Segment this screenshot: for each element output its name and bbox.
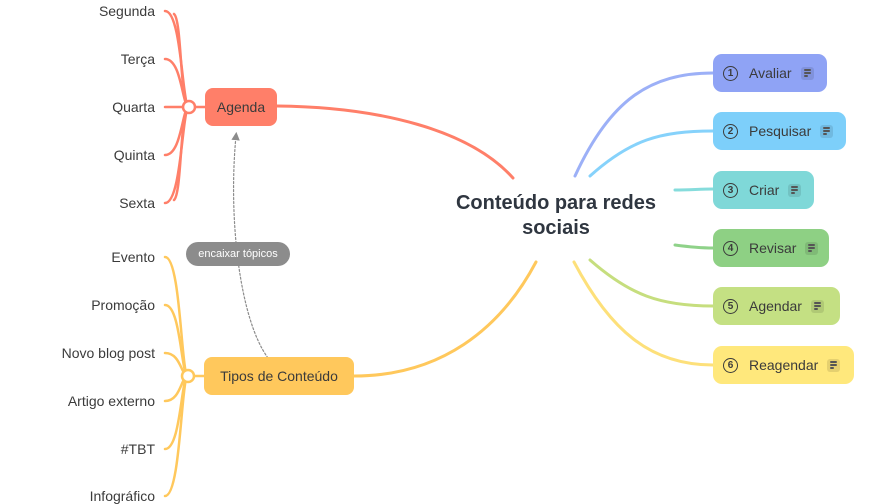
connector-central-step-1 [573,71,715,178]
agenda-child-terca[interactable]: Terça [120,51,155,67]
number-5-icon: 5 [723,298,738,314]
tipos-label: Tipos de Conteúdo [220,368,338,384]
agenda-label: Agenda [216,99,266,115]
note-icon[interactable] [800,66,814,80]
relationship-label[interactable]: encaixar tópicos [186,242,290,266]
tipos-child-promocao[interactable]: Promoção [91,297,155,313]
tipos-child-novo-blog-post[interactable]: Novo blog post [61,345,155,361]
number-3-icon: 3 [723,182,738,198]
number-6-icon: 6 [723,357,738,373]
agenda-child-quinta[interactable]: Quinta [113,147,155,163]
note-icon[interactable] [810,299,824,313]
connector-central-step-6 [572,260,715,367]
note-icon[interactable] [820,124,834,138]
connector-central-step-4 [673,243,715,250]
tipos-child-infografico[interactable]: Infográfico [89,488,155,504]
number-4-icon: 4 [723,240,738,256]
tipos-collapse-toggle[interactable] [180,368,196,384]
agenda-child-segunda[interactable]: Segunda [98,3,155,19]
note-icon[interactable] [827,358,841,372]
connector-tipos-child [163,303,190,378]
relationship-line [231,131,269,359]
agenda-collapse-toggle[interactable] [181,99,197,115]
step-avaliar[interactable]: 1 Avaliar [713,54,827,92]
note-icon[interactable] [805,241,819,255]
number-1-icon: 1 [723,65,738,81]
tipos-topic[interactable]: Tipos de Conteúdo [204,357,354,395]
step-label: Pesquisar [749,123,812,139]
relationship-text: encaixar tópicos [198,248,278,260]
step-revisar[interactable]: 4 Revisar [713,229,829,267]
tipos-child-artigo-externo[interactable]: Artigo externo [67,393,155,409]
central-topic-line-1: Conteúdo para redes [455,192,657,214]
step-label: Criar [749,182,780,198]
central-topic[interactable]: Conteúdo para redes sociais [440,191,672,241]
agenda-topic[interactable]: Agenda [205,88,277,126]
number-2-icon: 2 [723,123,738,139]
connector-central-tipos [352,260,538,378]
step-label: Avaliar [749,65,792,81]
central-topic-line-2: sociais [522,217,590,239]
step-label: Agendar [749,298,802,314]
step-label: Revisar [749,240,797,256]
connector-central-step-2 [588,129,715,178]
step-pesquisar[interactable]: 2 Pesquisar [713,112,846,150]
tipos-child-evento[interactable]: Evento [111,249,155,265]
tipos-child-tbt[interactable]: #TBT [120,441,155,457]
connector-central-agenda [275,104,515,180]
agenda-child-quarta[interactable]: Quarta [112,99,155,115]
step-label: Reagendar [749,357,819,373]
note-icon[interactable] [788,183,802,197]
connector-central-step-5 [588,258,715,308]
step-criar[interactable]: 3 Criar [713,171,814,209]
step-reagendar[interactable]: 6 Reagendar [713,346,854,384]
connector-central-step-3 [673,187,715,192]
step-agendar[interactable]: 5 Agendar [713,287,840,325]
agenda-child-sexta[interactable]: Sexta [119,195,155,211]
